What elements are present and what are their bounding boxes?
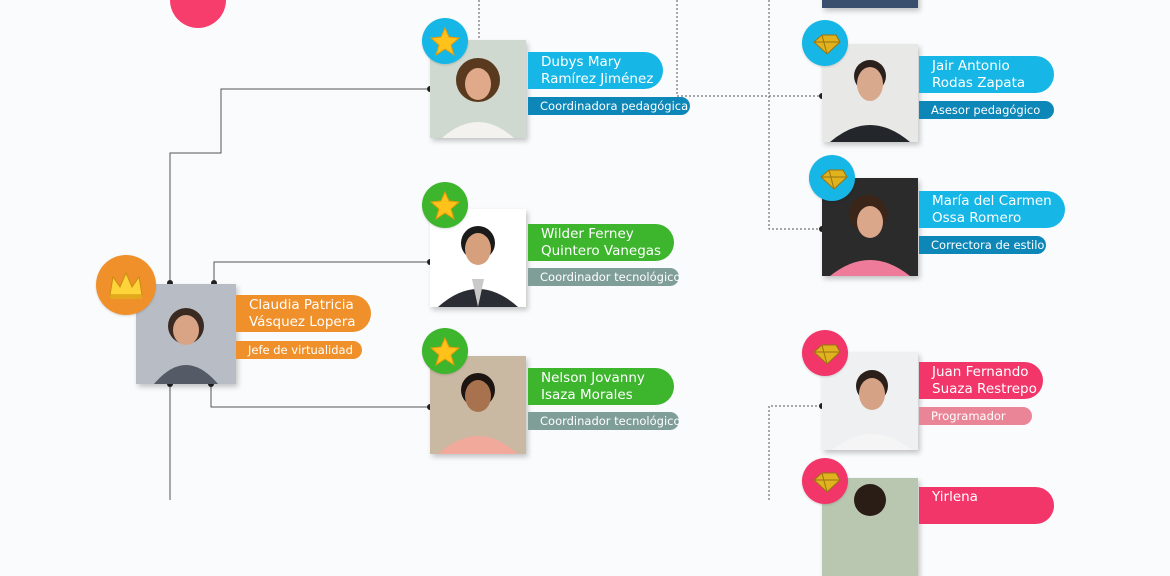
first-name: Nelson Jovanny: [541, 370, 645, 386]
role-maria: Correctora de estilo: [919, 236, 1046, 254]
first-name: Wilder Ferney: [541, 226, 634, 242]
connector-claudia-dubys: [169, 88, 430, 283]
first-name: María del Carmen: [932, 193, 1052, 209]
first-name: Yirlena: [932, 489, 978, 505]
star-icon: [422, 182, 468, 228]
last-name: Vásquez Lopera: [249, 314, 356, 330]
last-name: Rodas Zapata: [932, 75, 1026, 91]
last-name: Quintero Vanegas: [541, 243, 662, 259]
star-icon: [422, 18, 468, 64]
last-name: Isaza Morales: [541, 387, 633, 403]
connector-maria: [768, 0, 822, 230]
connector-dubys-jair: [676, 0, 822, 97]
last-name: Suaza Restrepo: [932, 381, 1037, 397]
name-jair: Jair Antonio Rodas Zapata: [919, 56, 1054, 93]
first-name: Claudia Patricia: [249, 297, 354, 313]
gem-icon: [809, 155, 855, 201]
gem-icon: [802, 20, 848, 66]
first-name: Dubys Mary: [541, 54, 622, 70]
star-icon: [422, 328, 468, 374]
avatar-claudia: [136, 284, 236, 384]
first-name: Jair Antonio: [932, 58, 1010, 74]
name-dubys: Dubys Mary Ramírez Jiménez: [528, 52, 663, 89]
avatar-juan: [822, 352, 918, 450]
name-wilder: Wilder Ferney Quintero Vanegas: [528, 224, 674, 261]
name-juan: Juan Fernando Suaza Restrepo: [919, 362, 1043, 399]
last-name: Ossa Romero: [932, 210, 1022, 226]
last-name: Ramírez Jiménez: [541, 71, 654, 87]
avatar-dubys: [430, 40, 526, 138]
connector-claudia-wilder: [213, 261, 430, 283]
first-name: Juan Fernando: [932, 364, 1029, 380]
name-nelson: Nelson Jovanny Isaza Morales: [528, 368, 674, 405]
role-nelson: Coordinador tecnológico: [528, 412, 681, 430]
photo-cropped-top: [822, 0, 918, 8]
crown-icon: [96, 255, 156, 315]
connector-juan: [768, 405, 822, 500]
role-jair: Asesor pedagógico: [919, 101, 1054, 119]
gem-icon: [802, 458, 848, 504]
connector-claudia-nelson: [210, 384, 430, 408]
name-maria: María del Carmen Ossa Romero: [919, 191, 1065, 228]
role-claudia: Jefe de virtualidad: [236, 341, 362, 359]
name-yirlena: Yirlena: [919, 487, 1054, 524]
role-wilder: Coordinador tecnológico: [528, 268, 681, 286]
name-claudia: Claudia Patricia Vásquez Lopera: [236, 295, 371, 332]
role-dubys: Coordinadora pedagógica: [528, 97, 690, 115]
gem-icon: [802, 330, 848, 376]
role-juan: Programador: [919, 407, 1032, 425]
